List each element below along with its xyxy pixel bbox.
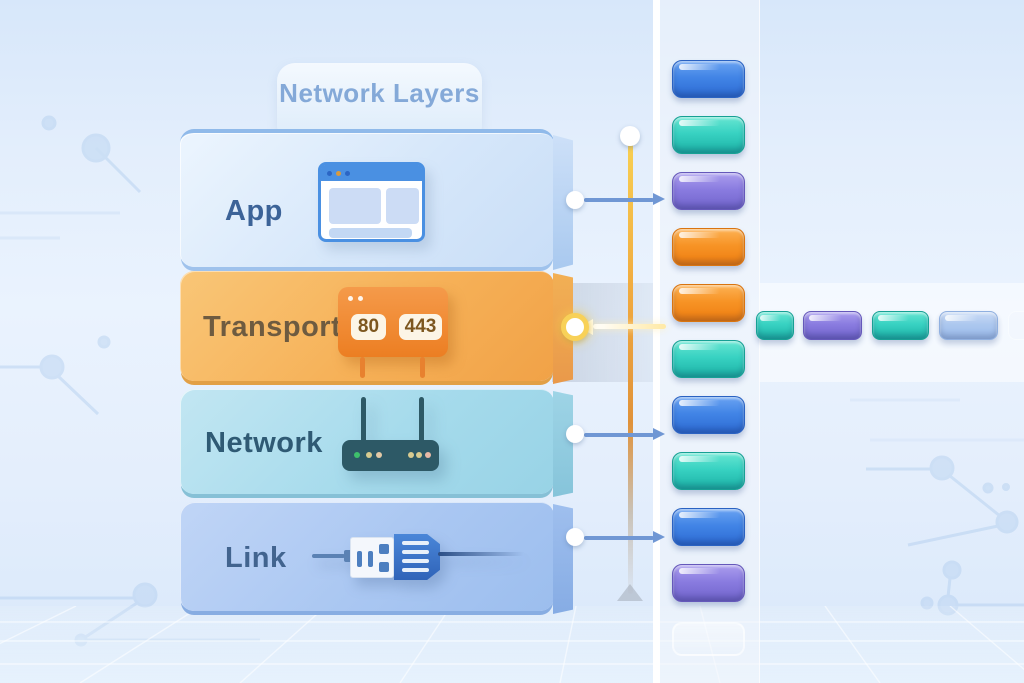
router-antenna: [419, 397, 424, 443]
app-send-arrow: [584, 198, 654, 202]
network-send-arrow: [584, 433, 654, 437]
router-led: [416, 452, 422, 458]
browser-dot-icon: [327, 170, 332, 176]
packet-block: [672, 60, 745, 98]
title-text: Network Layers: [279, 78, 480, 108]
usb-connector: [394, 534, 440, 580]
browser-window-icon: [318, 162, 425, 242]
link-send-arrow: [584, 536, 654, 540]
port-stem: [360, 357, 365, 378]
router-led: [354, 452, 360, 458]
browser-titlebar: [321, 165, 422, 181]
packet-block: [756, 311, 794, 340]
packet-column: [653, 0, 760, 683]
network-send-arrowhead: [653, 428, 665, 440]
perspective-floor: [0, 606, 1024, 683]
browser-dot-icon: [336, 170, 341, 176]
panel-dot-icon: [358, 296, 363, 301]
usb-body: [350, 537, 394, 578]
usb-contact: [357, 551, 362, 567]
usb-cable-left: [312, 554, 345, 558]
layer-app-label: App: [225, 195, 283, 227]
packet-block: [672, 284, 745, 322]
packet-block: [672, 564, 745, 602]
packet-block: [872, 311, 929, 340]
router-body: [342, 440, 439, 471]
usb-nub: [344, 550, 352, 562]
packet-block: [672, 172, 745, 210]
packet-block: [672, 452, 745, 490]
layer-transport-label: Transport: [203, 311, 342, 343]
router-led: [376, 452, 382, 458]
app-connector-node: [566, 191, 584, 209]
usb-contact: [368, 551, 373, 567]
timeline-line: [628, 144, 633, 594]
transport-receive-arrow: [593, 324, 666, 329]
panel-dot-icon: [348, 296, 353, 301]
router-icon: [342, 397, 439, 471]
packet-block: [803, 311, 862, 340]
packet-row: [0, 311, 1024, 340]
packet-block: [1008, 311, 1024, 340]
network-connector-node: [566, 425, 584, 443]
packet-block: [672, 396, 745, 434]
router-led: [366, 452, 372, 458]
packet-block: [672, 228, 745, 266]
app-send-arrowhead: [653, 193, 665, 205]
browser-content-pane: [386, 188, 419, 224]
port-443-badge: 443: [399, 314, 442, 340]
port-stem: [420, 357, 425, 378]
browser-content-bar: [329, 228, 412, 238]
usb-cable-right: [438, 552, 524, 556]
packet-block: [672, 508, 745, 546]
transport-connector-node: [561, 313, 589, 341]
router-led: [408, 452, 414, 458]
usb-prong: [402, 559, 429, 563]
router-antenna: [361, 397, 366, 443]
usb-prong: [402, 541, 429, 545]
usb-prong: [402, 568, 429, 572]
packet-block-reflection: [672, 622, 745, 656]
usb-contact: [379, 544, 389, 554]
packet-block: [672, 116, 745, 154]
usb-contact: [379, 562, 389, 572]
port-80-badge: 80: [351, 314, 386, 340]
timeline-end-arrowhead: [617, 584, 643, 601]
layer-link-label: Link: [225, 542, 287, 574]
link-connector-node: [566, 528, 584, 546]
port-panel-icon: 80 443: [338, 287, 448, 357]
browser-content-pane: [329, 188, 381, 224]
router-led: [425, 452, 431, 458]
link-send-arrowhead: [653, 531, 665, 543]
layer-network-label: Network: [205, 427, 323, 459]
packet-block: [939, 311, 998, 340]
packet-block: [672, 340, 745, 378]
timeline-start-node: [620, 126, 640, 146]
browser-dot-icon: [345, 170, 350, 176]
usb-plug-icon: [312, 533, 524, 581]
usb-prong: [402, 550, 429, 554]
